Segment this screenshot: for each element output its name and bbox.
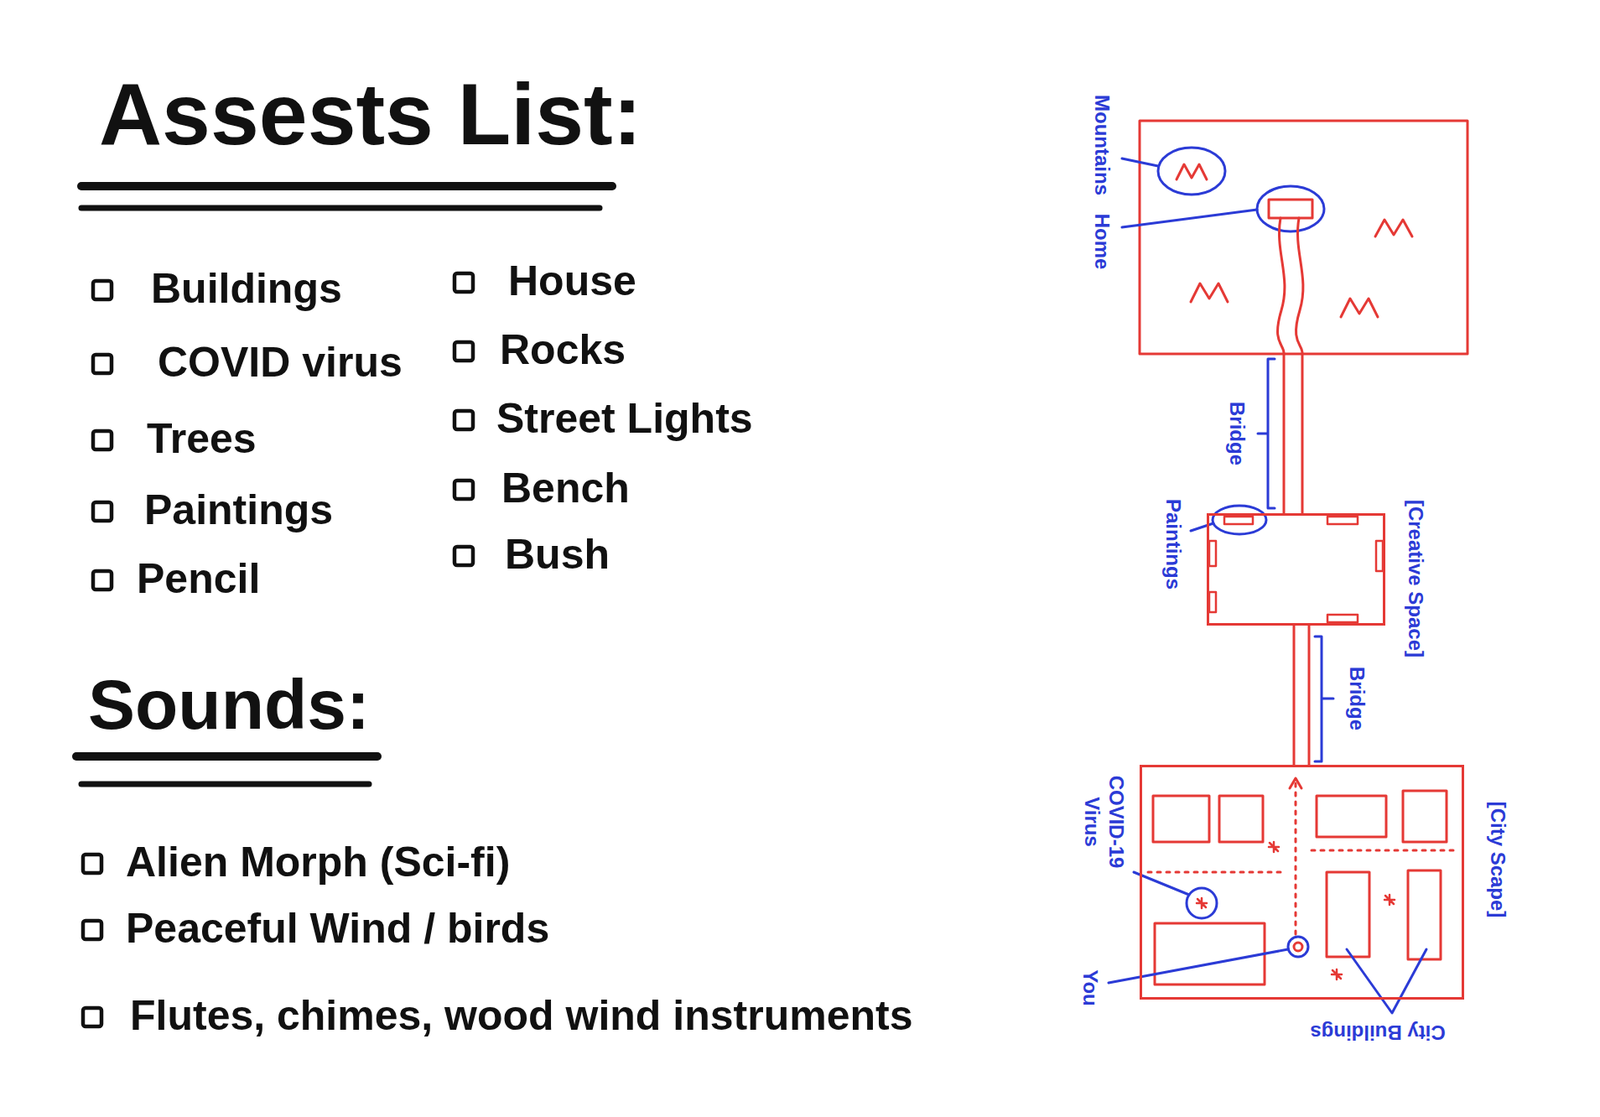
checkbox bbox=[454, 273, 473, 292]
road bbox=[1296, 218, 1304, 354]
bracket bbox=[1257, 358, 1275, 509]
virus-mark bbox=[1196, 898, 1207, 909]
mountain-region bbox=[1139, 120, 1468, 354]
walk-path bbox=[1294, 783, 1298, 935]
virus-mark bbox=[1268, 841, 1279, 852]
creative-space-room: [Creative Space] bbox=[1206, 513, 1386, 626]
painting bbox=[1327, 516, 1358, 525]
callout-circle bbox=[1186, 888, 1217, 919]
city-building bbox=[1154, 923, 1265, 985]
area-label: [Creative Space] bbox=[1403, 499, 1429, 658]
you-marker bbox=[1288, 936, 1309, 957]
you-dot bbox=[1293, 942, 1303, 951]
map-label: Home bbox=[1090, 213, 1115, 271]
leader-line bbox=[1190, 523, 1214, 531]
virus-mark bbox=[1331, 969, 1342, 980]
list-item: Flutes, chimes, wood wind instruments bbox=[129, 990, 913, 1041]
checkbox bbox=[454, 410, 473, 430]
list-item: Pencil bbox=[136, 553, 260, 604]
mountain-icon bbox=[1340, 298, 1378, 317]
checkbox bbox=[454, 480, 473, 499]
area-label: [City Scape] bbox=[1485, 801, 1511, 919]
city-building bbox=[1316, 795, 1387, 837]
checkbox bbox=[83, 1007, 102, 1027]
leader-line bbox=[1122, 209, 1258, 228]
section-heading: Sounds: bbox=[88, 662, 370, 748]
list-item: Peaceful Wind / birds bbox=[125, 903, 550, 954]
list-item: Paintings bbox=[144, 484, 333, 536]
checkbox bbox=[83, 920, 102, 940]
title-underline bbox=[81, 181, 613, 191]
checkbox bbox=[93, 502, 112, 521]
callout-circle bbox=[1212, 505, 1267, 535]
leader-line bbox=[1122, 158, 1159, 167]
mountain-icon bbox=[1375, 219, 1413, 237]
leader-line bbox=[1346, 949, 1427, 1013]
bracket bbox=[1314, 636, 1334, 762]
list-item: Buildings bbox=[150, 263, 343, 314]
heading-underline bbox=[81, 781, 369, 788]
checkbox bbox=[93, 354, 112, 374]
page-title: Assests List: bbox=[98, 62, 642, 167]
mountain-icon bbox=[1176, 164, 1207, 180]
list-item: Alien Morph (Sci-fi) bbox=[125, 836, 510, 888]
painting bbox=[1376, 540, 1383, 572]
street-path bbox=[1148, 871, 1281, 874]
map-label: Bridge bbox=[1345, 666, 1370, 731]
city-building bbox=[1153, 795, 1210, 842]
road bbox=[1277, 218, 1285, 354]
heading-underline bbox=[76, 752, 378, 761]
map-label: You bbox=[1078, 969, 1103, 1007]
checkbox bbox=[83, 854, 102, 873]
bridge bbox=[1308, 625, 1311, 765]
list-item: House bbox=[508, 255, 637, 307]
checkbox bbox=[93, 571, 112, 590]
map-label: Paintings bbox=[1161, 498, 1186, 590]
city-building bbox=[1219, 795, 1263, 842]
map-label: Mountains bbox=[1090, 94, 1115, 196]
list-item: Bench bbox=[501, 462, 630, 514]
list-item: COVID virus bbox=[157, 337, 403, 388]
list-item: Trees bbox=[146, 413, 257, 464]
city-scape-area: [City Scape] bbox=[1139, 764, 1465, 1000]
list-item: Bush bbox=[504, 529, 610, 580]
virus-mark bbox=[1384, 894, 1395, 905]
painting bbox=[1209, 540, 1216, 567]
map-label: COVID-19 Virus bbox=[1079, 769, 1128, 875]
list-item: Rocks bbox=[499, 324, 626, 375]
checkbox bbox=[93, 280, 112, 300]
map-label: Bridge bbox=[1225, 401, 1250, 466]
bridge bbox=[1283, 353, 1286, 514]
map-label: City Buildings bbox=[1309, 1020, 1445, 1045]
painting bbox=[1209, 592, 1216, 613]
bridge bbox=[1301, 353, 1304, 514]
checkbox bbox=[93, 431, 112, 450]
leader-line bbox=[1108, 949, 1289, 983]
bridge bbox=[1293, 625, 1296, 765]
callout-circle bbox=[1158, 147, 1226, 195]
callout-circle bbox=[1257, 186, 1325, 232]
home-icon bbox=[1268, 199, 1313, 219]
painting bbox=[1327, 614, 1358, 623]
list-item: Street Lights bbox=[496, 393, 754, 444]
mountain-icon bbox=[1190, 283, 1228, 302]
city-building bbox=[1402, 790, 1447, 842]
checkbox bbox=[454, 342, 473, 361]
painting bbox=[1224, 516, 1253, 525]
title-underline bbox=[81, 205, 600, 212]
street-path bbox=[1311, 849, 1455, 852]
checkbox bbox=[454, 546, 473, 566]
city-building bbox=[1326, 872, 1370, 957]
city-building bbox=[1407, 870, 1441, 960]
arrow-head bbox=[1289, 778, 1302, 789]
